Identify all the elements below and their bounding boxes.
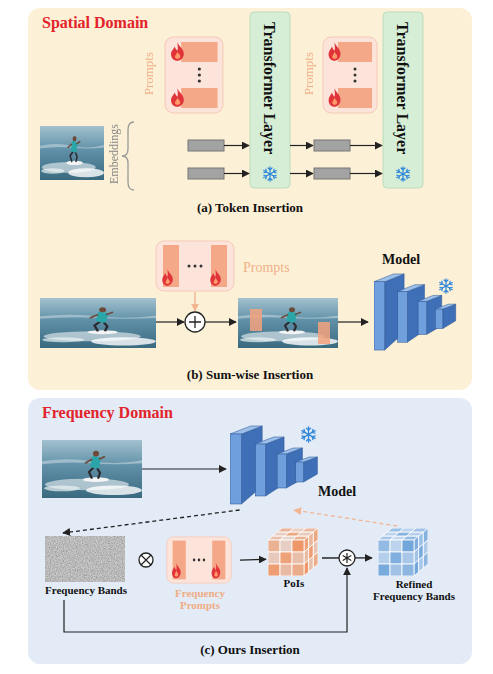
noise-base <box>45 536 125 582</box>
prompt-stack <box>323 37 377 113</box>
transformer-layer: Transformer Layer <box>383 12 423 188</box>
panel-title: Spatial Domain <box>42 14 148 32</box>
node-label: Transformer Layer <box>260 22 278 154</box>
input-photo <box>40 298 156 348</box>
prompt-patch <box>318 322 330 344</box>
panel-caption: (a) Token Insertion <box>140 200 360 216</box>
node-label: Model <box>382 252 420 267</box>
flow-arrow <box>338 321 368 322</box>
prompted-photo <box>238 298 338 348</box>
prompt-stack <box>167 537 231 583</box>
transformer-fill <box>383 12 423 188</box>
prompt-box: Prompts <box>140 34 232 116</box>
model-block: Model <box>368 252 468 358</box>
panel-title: Frequency Domain <box>42 404 173 422</box>
product-symbol <box>139 553 153 567</box>
transformer-fill <box>250 12 290 188</box>
transformer-layer: Transformer Layer <box>250 12 290 188</box>
refined-cube <box>378 528 428 576</box>
panel-caption: (c) Ours Insertion <box>140 642 360 658</box>
panel-caption: (b) Sum-wise Insertion <box>140 367 360 383</box>
refined-bands: Refined Frequency Bands <box>372 526 456 610</box>
node-label: Frequency Prompts <box>160 587 240 611</box>
frozen-icon <box>263 167 277 181</box>
flow-arrow <box>156 321 184 322</box>
convolution-symbol <box>339 550 355 566</box>
model-block: Model <box>226 418 362 510</box>
poi-cube <box>268 528 318 576</box>
frequency-prompts: Frequency Prompts <box>160 533 240 615</box>
node-label: Refined Frequency Bands <box>372 578 456 602</box>
node-label: Transformer Layer <box>393 22 411 154</box>
prompt-arrow <box>194 292 195 311</box>
input-photo <box>42 440 142 498</box>
frequency-noise <box>45 536 125 582</box>
prompt-box: Prompts <box>300 34 381 116</box>
frequency-bands: Frequency Bands <box>40 533 132 603</box>
node-label: Prompts <box>142 52 156 95</box>
domain-panel: Frequency DomainModelFrequency Bands Freq… <box>28 398 472 664</box>
node-label: Frequency Bands <box>40 584 132 596</box>
prompt-patch <box>250 309 262 331</box>
node-label: Prompts <box>302 52 316 95</box>
node-label: PoIs <box>266 577 322 589</box>
flow-arrow <box>205 321 236 322</box>
node-label: Model <box>318 484 356 499</box>
embedding-label: Embeddings <box>107 124 122 184</box>
prompt-box: Prompts <box>155 240 305 296</box>
poi-tensor: PoIs <box>266 526 322 590</box>
flow-arrow <box>142 468 226 469</box>
prompt-stack <box>165 37 223 113</box>
frozen-icon <box>396 167 410 181</box>
node-label: Prompts <box>243 260 290 275</box>
prompt-stack <box>156 241 234 291</box>
sum-symbol <box>185 312 205 332</box>
input-photo <box>40 126 104 180</box>
